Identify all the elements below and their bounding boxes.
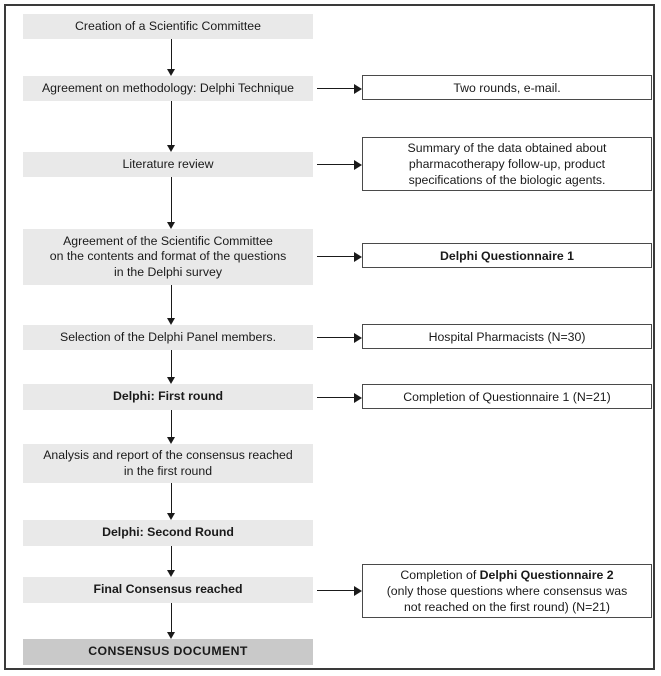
arrow-head [167, 69, 175, 76]
output-label-completion-q1: Completion of Questionnaire 1 (N=21) [403, 389, 611, 404]
arrow-right-literature-to-summary [317, 159, 362, 170]
process-box-delphi-second-round[interactable]: Delphi: Second Round [23, 520, 313, 546]
arrow-down-methodology-to-literature [166, 101, 177, 152]
process-label-panel-selection: Selection of the Delphi Panel members. [60, 329, 276, 344]
process-box-consensus-document[interactable]: CONSENSUS DOCUMENT [23, 639, 313, 665]
process-box-analysis-report[interactable]: Analysis and report of the consensus rea… [23, 444, 313, 483]
agreement-contents-line-3: in the Delphi survey [114, 264, 222, 279]
process-box-final-consensus[interactable]: Final Consensus reached [23, 577, 313, 603]
arrow-shaft [317, 88, 355, 89]
arrow-right-agreement-to-questionnaire1 [317, 251, 362, 262]
arrow-shaft [171, 603, 172, 632]
completion-q2-line-1-prefix: Completion of [400, 568, 480, 582]
process-box-agreement-contents[interactable]: Agreement of the Scientific Committee on… [23, 229, 313, 285]
completion-q2-line-2: (only those questions where consensus wa… [386, 584, 628, 598]
arrow-head [354, 159, 362, 170]
process-box-literature-review[interactable]: Literature review [23, 152, 313, 177]
arrow-head [167, 145, 175, 152]
process-label-delphi-first-round: Delphi: First round [113, 389, 223, 404]
arrow-head [354, 83, 362, 94]
arrow-down-analysis-to-second-round [166, 483, 177, 520]
summary-data-line-1: Summary of the data obtained about [407, 141, 607, 155]
arrow-head [167, 570, 175, 577]
arrow-head [354, 332, 362, 343]
diagram-frame: Creation of a Scientific Committee Agree… [4, 4, 655, 670]
output-box-summary-data[interactable]: Summary of the data obtained about pharm… [362, 137, 652, 191]
arrow-down-first-round-to-analysis [166, 410, 177, 444]
output-label-two-rounds: Two rounds, e-mail. [453, 80, 561, 95]
output-box-questionnaire-1[interactable]: Delphi Questionnaire 1 [362, 243, 652, 268]
arrow-down-second-round-to-final [166, 546, 177, 577]
output-label-hospital-pharmacists: Hospital Pharmacists (N=30) [428, 329, 586, 344]
arrow-shaft [317, 256, 355, 257]
arrow-right-methodology-to-two-rounds [317, 83, 362, 94]
arrow-right-final-to-completion2 [317, 585, 362, 596]
arrow-shaft [317, 590, 355, 591]
arrow-head [354, 585, 362, 596]
arrow-right-panel-to-pharmacists [317, 332, 362, 343]
output-box-two-rounds[interactable]: Two rounds, e-mail. [362, 75, 652, 100]
output-label-summary-data: Summary of the data obtained about pharm… [408, 140, 607, 188]
arrow-down-literature-to-agreement [166, 177, 177, 229]
arrow-shaft [171, 483, 172, 513]
output-box-hospital-pharmacists[interactable]: Hospital Pharmacists (N=30) [362, 324, 652, 349]
arrow-down-creation-to-methodology [166, 39, 177, 76]
output-label-questionnaire-1: Delphi Questionnaire 1 [440, 248, 574, 263]
process-box-creation[interactable]: Creation of a Scientific Committee [23, 14, 313, 39]
arrow-shaft [317, 397, 355, 398]
process-label-consensus-document: CONSENSUS DOCUMENT [88, 644, 248, 659]
arrow-down-agreement-to-panel [166, 285, 177, 325]
arrow-shaft [171, 285, 172, 318]
process-label-delphi-second-round: Delphi: Second Round [102, 525, 234, 540]
process-label-creation: Creation of a Scientific Committee [75, 18, 261, 33]
agreement-contents-line-1: Agreement of the Scientific Committee [63, 233, 273, 248]
arrow-shaft [317, 164, 355, 165]
arrow-head [167, 377, 175, 384]
arrow-shaft [171, 177, 172, 222]
completion-q2-line-3: not reached on the first round) (N=21) [403, 600, 611, 614]
process-label-agreement-contents: Agreement of the Scientific Committee on… [50, 234, 287, 281]
output-label-completion-q2: Completion of Delphi Questionnaire 2 (on… [387, 567, 628, 615]
arrow-down-panel-to-first-round [166, 350, 177, 384]
arrow-head [167, 632, 175, 639]
output-box-completion-q2[interactable]: Completion of Delphi Questionnaire 2 (on… [362, 564, 652, 618]
arrow-head [354, 392, 362, 403]
arrow-shaft [171, 410, 172, 437]
arrow-shaft [171, 39, 172, 69]
process-label-final-consensus: Final Consensus reached [93, 582, 243, 597]
process-box-agreement-methodology[interactable]: Agreement on methodology: Delphi Techniq… [23, 76, 313, 101]
arrow-shaft [171, 546, 172, 570]
arrow-head [167, 222, 175, 229]
arrow-shaft [317, 337, 355, 338]
arrow-right-first-round-to-completion1 [317, 392, 362, 403]
arrow-head [167, 318, 175, 325]
analysis-report-line-1: Analysis and report of the consensus rea… [43, 448, 293, 462]
agreement-contents-line-2: on the contents and format of the questi… [49, 249, 287, 264]
process-box-panel-selection[interactable]: Selection of the Delphi Panel members. [23, 325, 313, 350]
summary-data-line-2: pharmacotherapy follow-up, product [408, 157, 606, 171]
output-box-completion-q1[interactable]: Completion of Questionnaire 1 (N=21) [362, 384, 652, 409]
arrow-shaft [171, 101, 172, 145]
process-box-delphi-first-round[interactable]: Delphi: First round [23, 384, 313, 410]
process-label-analysis-report: Analysis and report of the consensus rea… [43, 448, 293, 479]
arrow-head [167, 437, 175, 444]
process-label-agreement-methodology: Agreement on methodology: Delphi Techniq… [41, 80, 295, 95]
process-label-literature-review: Literature review [122, 156, 214, 171]
completion-q2-line-1-bold: Delphi Questionnaire 2 [479, 568, 614, 582]
arrow-shaft [171, 350, 172, 377]
arrow-down-final-to-document [166, 603, 177, 639]
arrow-head [354, 251, 362, 262]
analysis-report-line-2: in the first round [123, 463, 213, 478]
arrow-head [167, 513, 175, 520]
summary-data-line-3: specifications of the biologic agents. [408, 173, 606, 187]
